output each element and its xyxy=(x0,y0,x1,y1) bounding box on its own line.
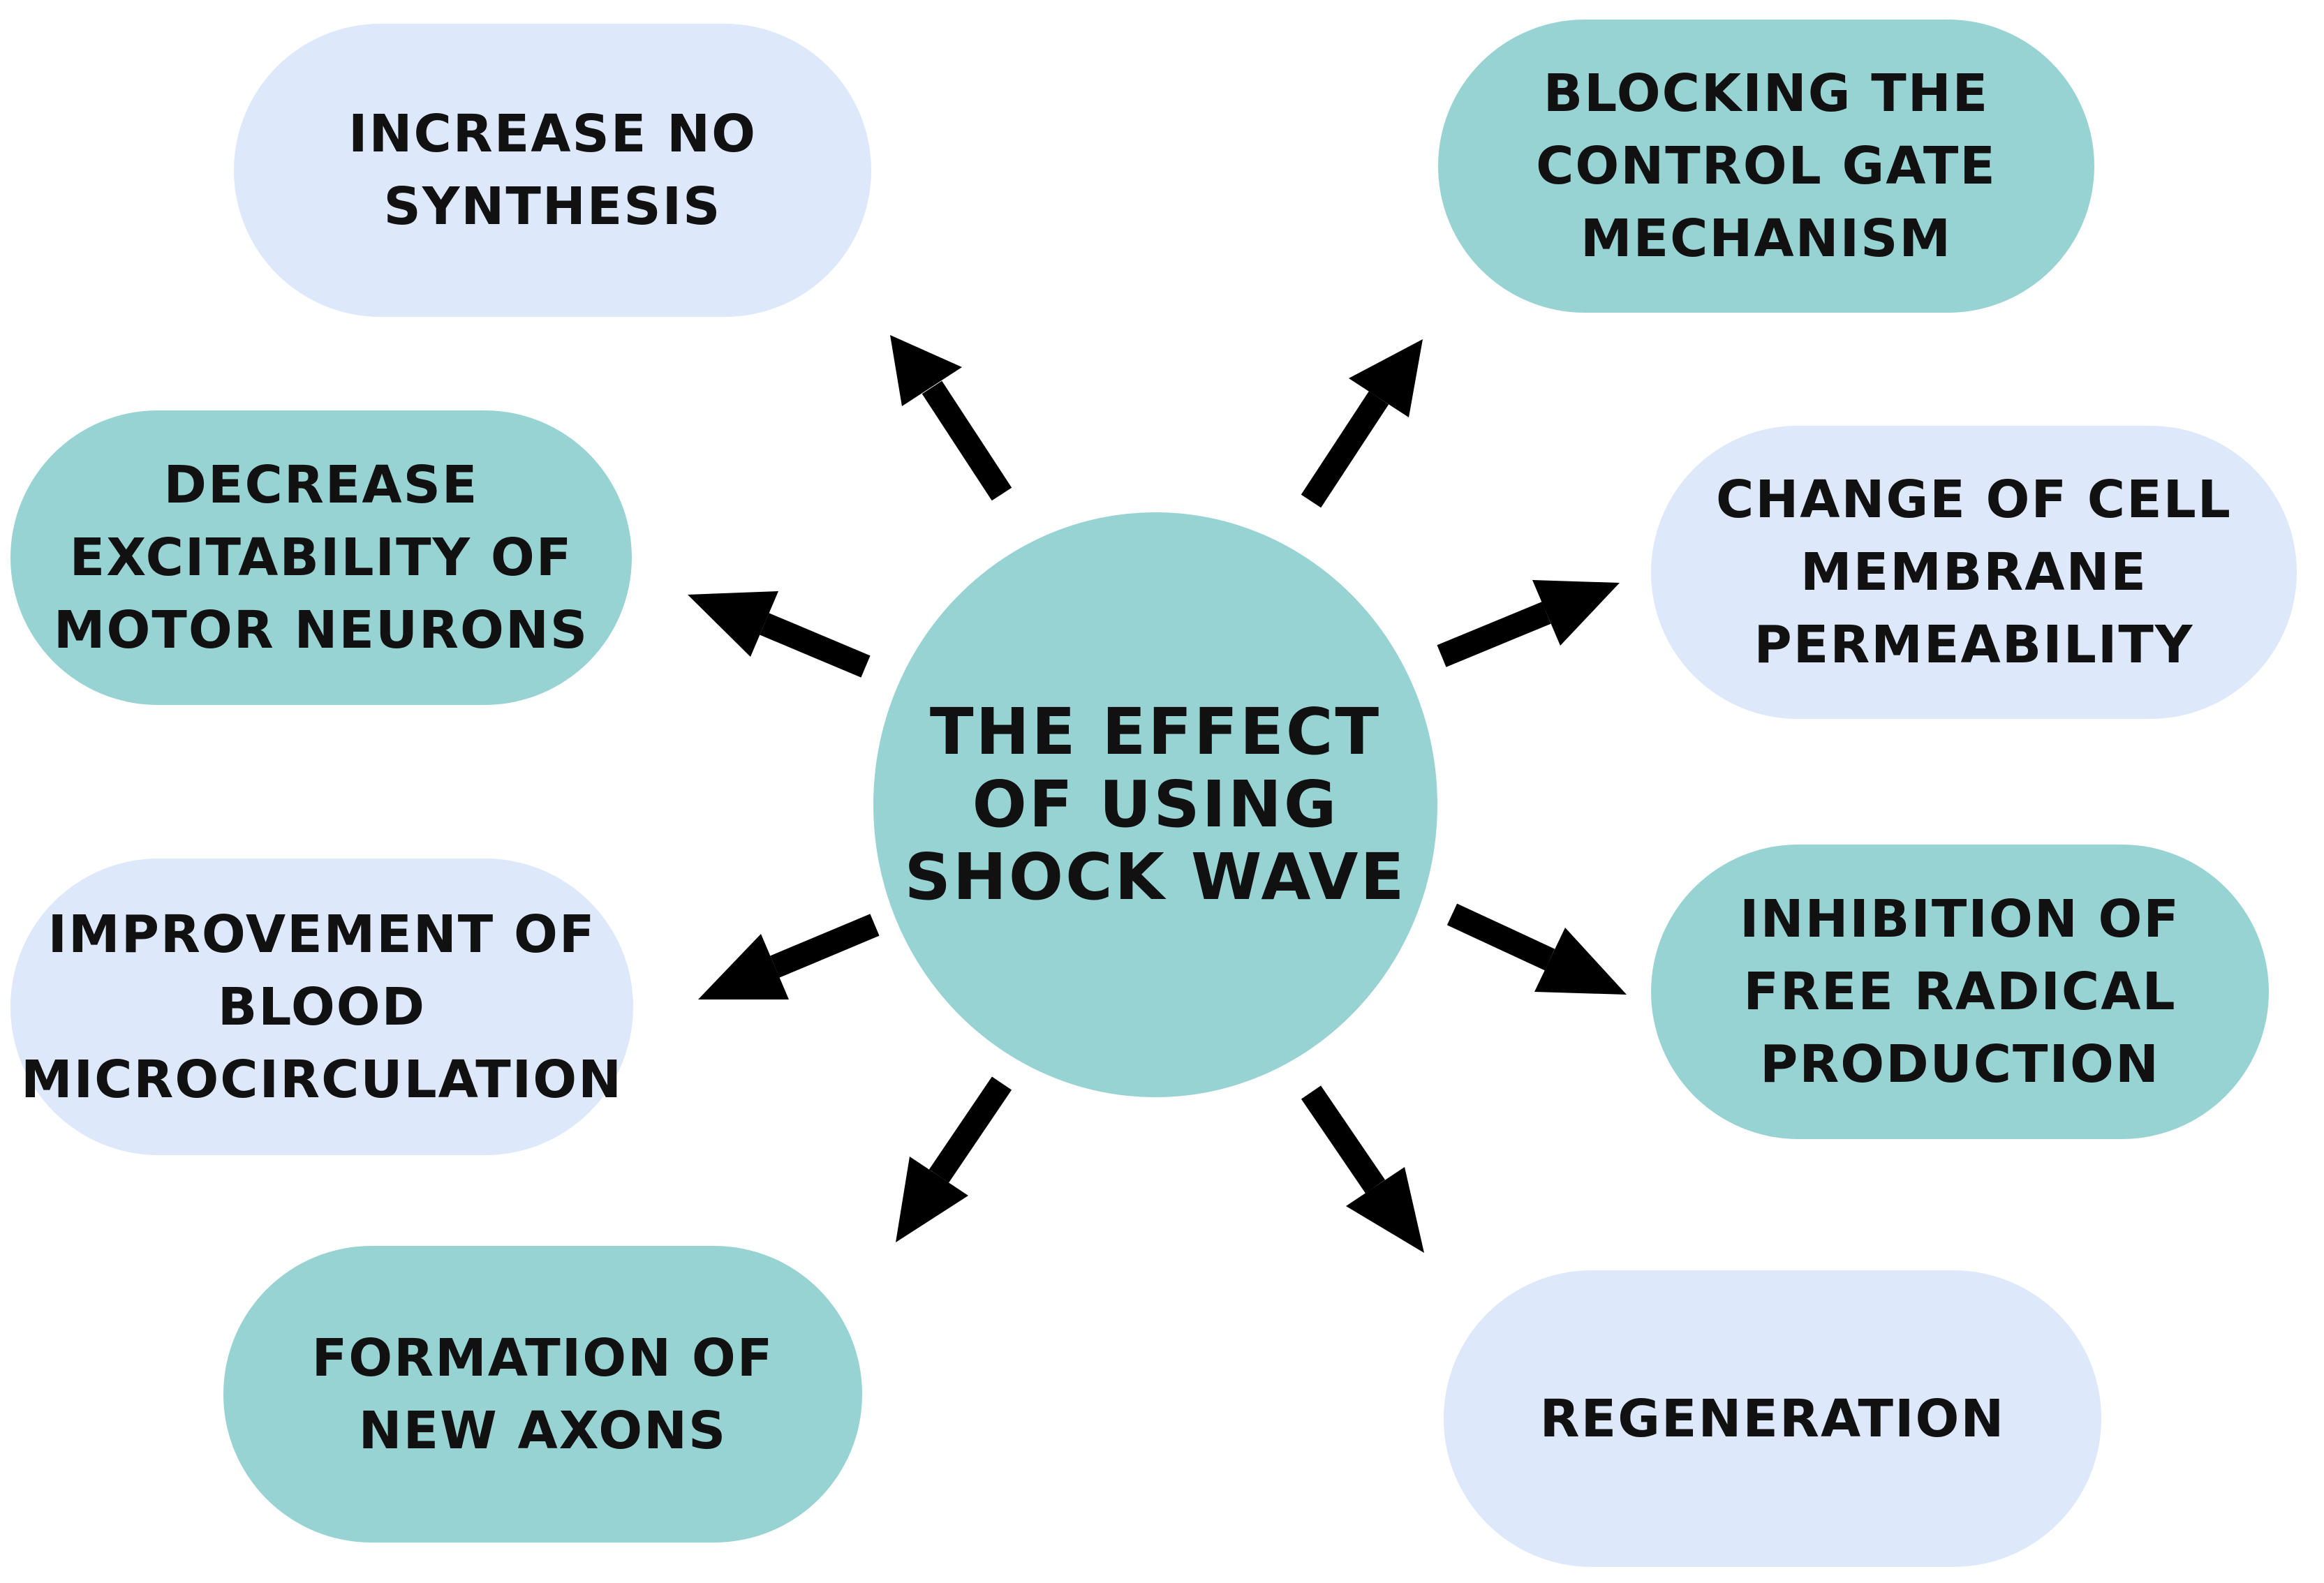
node-label: DECREASE EXCITABILITY OF MOTOR NEURONS xyxy=(53,455,589,660)
node-label: BLOCKING THE CONTROL GATE MECHANISM xyxy=(1536,64,1997,269)
node-label: INCREASE NO SYNTHESIS xyxy=(348,104,757,237)
node-inhibition-free-radical: INHIBITION OF FREE RADICAL PRODUCTION xyxy=(1651,845,2269,1139)
arrow-to-blocking-control-gate xyxy=(1301,339,1423,508)
node-label: IMPROVEMENT OF BLOOD MICROCIRCULATION xyxy=(20,904,623,1110)
node-improvement-blood-microcirculation: IMPROVEMENT OF BLOOD MICROCIRCULATION xyxy=(10,859,633,1155)
arrow-to-improvement-blood xyxy=(698,914,880,999)
node-formation-new-axons: FORMATION OF NEW AXONS xyxy=(223,1246,862,1543)
node-decrease-excitability: DECREASE EXCITABILITY OF MOTOR NEURONS xyxy=(10,410,632,705)
node-increase-no-synthesis: INCREASE NO SYNTHESIS xyxy=(234,24,871,317)
arrow-to-decrease-excitability xyxy=(688,591,871,678)
central-topic-label: THE EFFECT OF USING SHOCK WAVE xyxy=(904,694,1407,914)
node-regeneration: REGENERATION xyxy=(1444,1270,2101,1567)
node-label: CHANGE OF CELL MEMBRANE PERMEABILITY xyxy=(1716,470,2232,675)
node-label: REGENERATION xyxy=(1539,1388,2006,1449)
central-topic-circle: THE EFFECT OF USING SHOCK WAVE xyxy=(873,512,1437,1097)
arrow-to-regeneration xyxy=(1301,1085,1424,1253)
arrow-to-inhibition-free-radical xyxy=(1446,903,1627,995)
node-change-cell-membrane: CHANGE OF CELL MEMBRANE PERMEABILITY xyxy=(1651,426,2297,719)
arrow-to-formation-new-axons xyxy=(896,1076,1012,1242)
node-blocking-control-gate: BLOCKING THE CONTROL GATE MECHANISM xyxy=(1438,20,2094,313)
arrow-to-increase-no-synthesis xyxy=(890,335,1012,501)
arrow-to-change-cell-membrane xyxy=(1437,580,1620,667)
node-label: INHIBITION OF FREE RADICAL PRODUCTION xyxy=(1740,889,2180,1094)
node-label: FORMATION OF NEW AXONS xyxy=(311,1328,774,1461)
